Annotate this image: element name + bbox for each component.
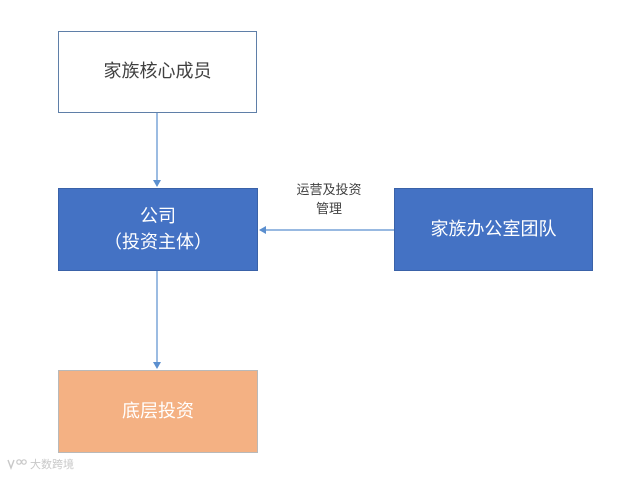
watermark-text: 大数跨境 <box>30 458 74 471</box>
watermark: 大数跨境 <box>6 456 74 472</box>
node-company-label: 公司 <box>140 205 176 227</box>
edge-label-line1: 运营及投资 <box>296 183 362 198</box>
edge-label-line2: 管理 <box>315 202 342 217</box>
edge-label-operations: 运营及投资 管理 <box>270 181 388 219</box>
node-family-office-team-label: 家族办公室团队 <box>430 218 557 240</box>
node-company-sublabel: （投资主体） <box>104 231 212 253</box>
node-family-core-members-label: 家族核心成员 <box>103 61 212 82</box>
node-family-core-members: 家族核心成员 <box>58 31 257 113</box>
node-company: 公司 （投资主体） <box>58 188 258 271</box>
node-family-office-team: 家族办公室团队 <box>394 188 593 271</box>
logo-mark-icon <box>7 459 27 470</box>
node-bottom-investment-label: 底层投资 <box>122 400 194 422</box>
node-bottom-investment: 底层投资 <box>58 370 258 453</box>
